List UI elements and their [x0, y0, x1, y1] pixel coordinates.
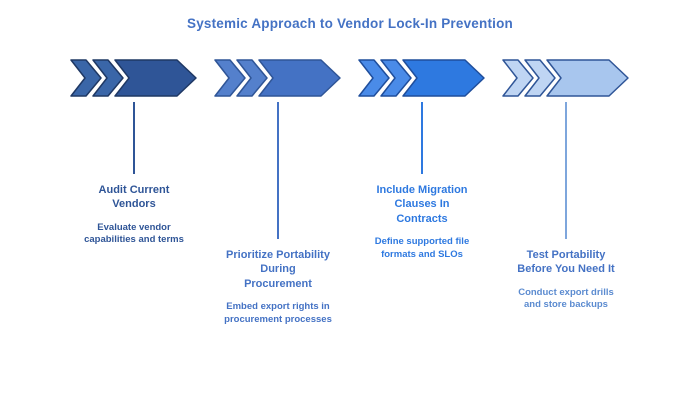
steps-row: Audit Current Vendors Evaluate vendor ca… — [0, 58, 700, 327]
small-chevron-icon — [214, 59, 246, 97]
small-chevron-icon — [502, 59, 534, 97]
big-arrow-icon — [258, 59, 341, 97]
small-chevron-icon — [380, 59, 412, 97]
connector-line — [132, 102, 136, 174]
step-audit-current-vendors: Audit Current Vendors Evaluate vendor ca… — [66, 58, 202, 327]
chevron-arrow-icon — [70, 59, 197, 97]
small-chevron-icon — [524, 59, 556, 97]
step-migration-clauses: Include Migration Clauses In Contracts D… — [354, 58, 490, 327]
step-description: Conduct export drills and store backups — [518, 286, 614, 311]
chevron-arrow-icon — [214, 59, 341, 97]
step-description: Define supported file formats and SLOs — [374, 235, 470, 260]
connector-line — [420, 102, 424, 174]
step-test-portability: Test Portability Before You Need It Cond… — [498, 58, 634, 327]
step-description: Evaluate vendor capabilities and terms — [84, 221, 184, 246]
connector-line — [276, 102, 280, 239]
small-chevron-icon — [236, 59, 268, 97]
small-chevron-icon — [92, 59, 124, 97]
connector-line — [564, 102, 568, 239]
big-arrow-icon — [114, 59, 197, 97]
big-arrow-icon — [546, 59, 629, 97]
step-description: Embed export rights in procurement proce… — [224, 300, 332, 325]
big-arrow-icon — [402, 59, 485, 97]
step-heading: Prioritize Portability During Procuremen… — [226, 249, 330, 290]
small-chevron-icon — [358, 59, 390, 97]
chevron-arrow-icon — [502, 59, 629, 97]
step-heading: Include Migration Clauses In Contracts — [376, 184, 468, 225]
chevron-arrow-icon — [358, 59, 485, 97]
step-heading: Test Portability Before You Need It — [517, 249, 615, 276]
step-heading: Audit Current Vendors — [98, 184, 170, 211]
small-chevron-icon — [70, 59, 102, 97]
step-prioritize-portability: Prioritize Portability During Procuremen… — [210, 58, 346, 327]
diagram-title: Systemic Approach to Vendor Lock-In Prev… — [186, 16, 513, 31]
